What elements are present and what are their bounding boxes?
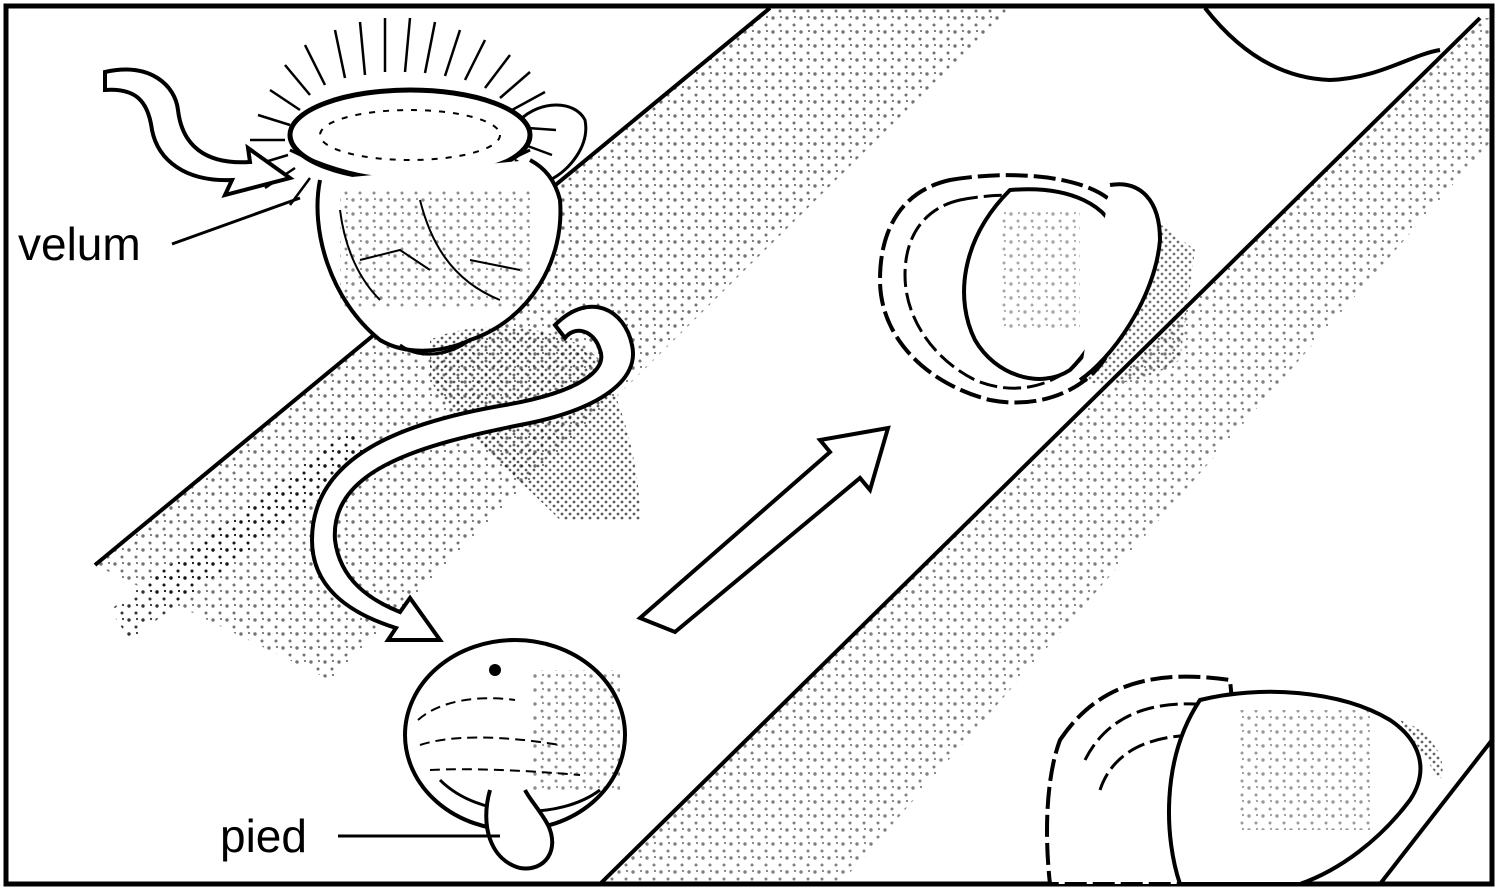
foot-label: pied: [220, 810, 307, 862]
velum-leader-line: [172, 198, 300, 244]
juvenile-oyster: [880, 175, 1195, 402]
pediveliger: [405, 640, 625, 868]
growth-arrow: [640, 428, 888, 632]
shell-fragment: [1205, 8, 1440, 80]
incoming-arrow: [105, 70, 290, 195]
velum-label: velum: [18, 218, 141, 270]
adult-oyster: [1047, 677, 1443, 884]
